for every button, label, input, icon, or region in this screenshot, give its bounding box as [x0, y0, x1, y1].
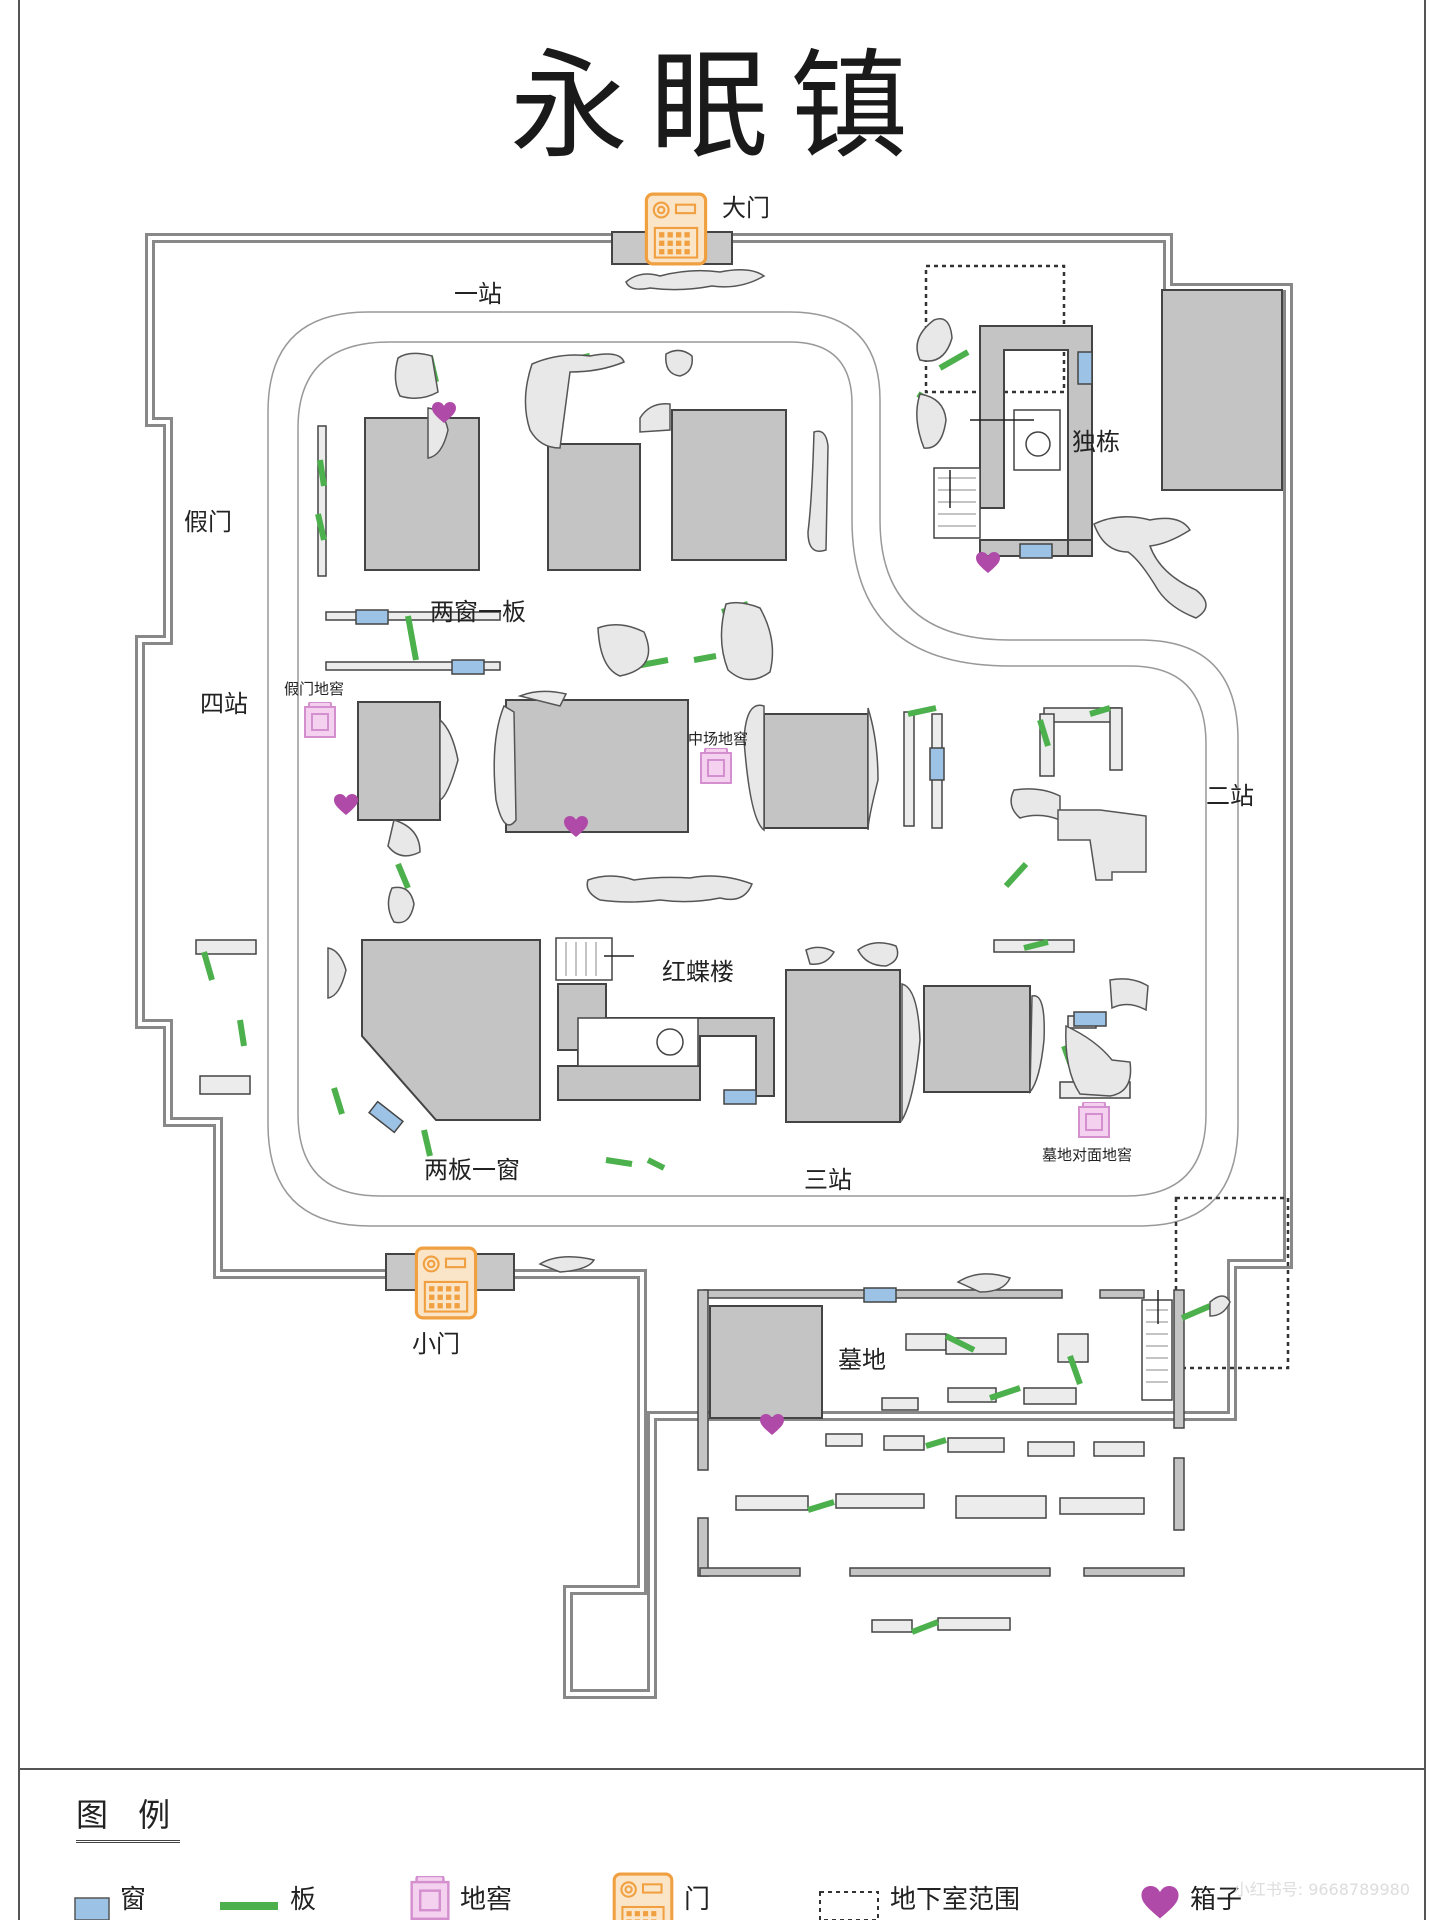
chest-heart-icon: [1141, 1886, 1179, 1919]
rocks: [327, 269, 1231, 1317]
label-graveyard: 墓地: [838, 1346, 886, 1374]
windows: [355, 351, 1107, 1303]
legend-label: 窗: [120, 1885, 147, 1915]
label-station-2: 二站: [1206, 782, 1254, 810]
chest-heart-icon[interactable]: [334, 794, 358, 815]
label-solo-building: 独栋: [1072, 428, 1120, 456]
cellar-icon: [410, 1876, 450, 1920]
label-small-gate: 小门: [412, 1330, 460, 1358]
label-two-boards-one-window: 两板一窗: [424, 1156, 520, 1184]
legend-label: 地窖: [460, 1885, 513, 1915]
legend-label: 板: [290, 1885, 317, 1915]
label-red-butterfly-building: 红蝶楼: [662, 958, 734, 986]
watermark-text: 小红书号: 9668789980: [1233, 1880, 1410, 1899]
label-cellar-center: 中场地窖: [688, 730, 748, 748]
label-cellar-graveyard-opposite: 墓地对面地窖: [1042, 1146, 1132, 1164]
legend-label: 箱子: [1190, 1885, 1243, 1915]
cellar-center-icon[interactable]: [700, 748, 732, 784]
cellar-fake-gate-icon[interactable]: [304, 702, 336, 738]
buildings: [357, 409, 1031, 1419]
legend-divider: [18, 1768, 1426, 1770]
basement-range-graveyard: [1174, 1196, 1290, 1370]
legend-item-cellar: 地窖: [410, 1872, 512, 1920]
label-station-4: 四站: [200, 690, 248, 718]
legend: 窗 板 地窖 门 地下室范围 箱子: [70, 1872, 1390, 1920]
label-two-windows-one-board: 两窗一板: [430, 598, 526, 626]
label-station-1: 一站: [454, 280, 502, 308]
page-frame: [18, 0, 1426, 1920]
building-northeast: [1161, 289, 1283, 491]
road-loop: [267, 311, 1239, 1227]
small-gate-icon[interactable]: [414, 1246, 478, 1320]
legend-label: 门: [684, 1885, 711, 1915]
label-fake-gate: 假门: [184, 508, 232, 536]
legend-label: 地下室范围: [890, 1885, 1021, 1915]
legend-item-window: 窗: [74, 1872, 146, 1920]
legend-item-gate: 门: [612, 1872, 710, 1920]
map-canvas: 大门 小门 一站 二站 三站 四站 假门 独栋 红蝶楼 两窗一板 两板一窗 墓地…: [135, 192, 1293, 1699]
board-icon: [220, 1902, 278, 1910]
label-cellar-fake-gate: 假门地窖: [284, 680, 344, 698]
legend-item-basement-range: 地下室范围: [818, 1872, 1020, 1920]
legend-item-board: 板: [220, 1872, 316, 1920]
solo-building-walls: [979, 325, 1093, 557]
gate-icon: [612, 1872, 674, 1920]
cellar-graveyard-opposite-icon[interactable]: [1078, 1102, 1110, 1138]
label-station-3: 三站: [804, 1166, 852, 1194]
legend-item-chest: 箱子: [1140, 1872, 1242, 1920]
map-title: 永眠镇: [509, 37, 930, 175]
main-gate-icon[interactable]: [644, 192, 708, 266]
graveyard-stairs: [1146, 1309, 1168, 1383]
legend-title: 图 例: [76, 1790, 181, 1843]
window-icon: [74, 1897, 110, 1920]
label-main-gate: 大门: [722, 194, 770, 222]
basement-range-icon: [819, 1891, 879, 1920]
